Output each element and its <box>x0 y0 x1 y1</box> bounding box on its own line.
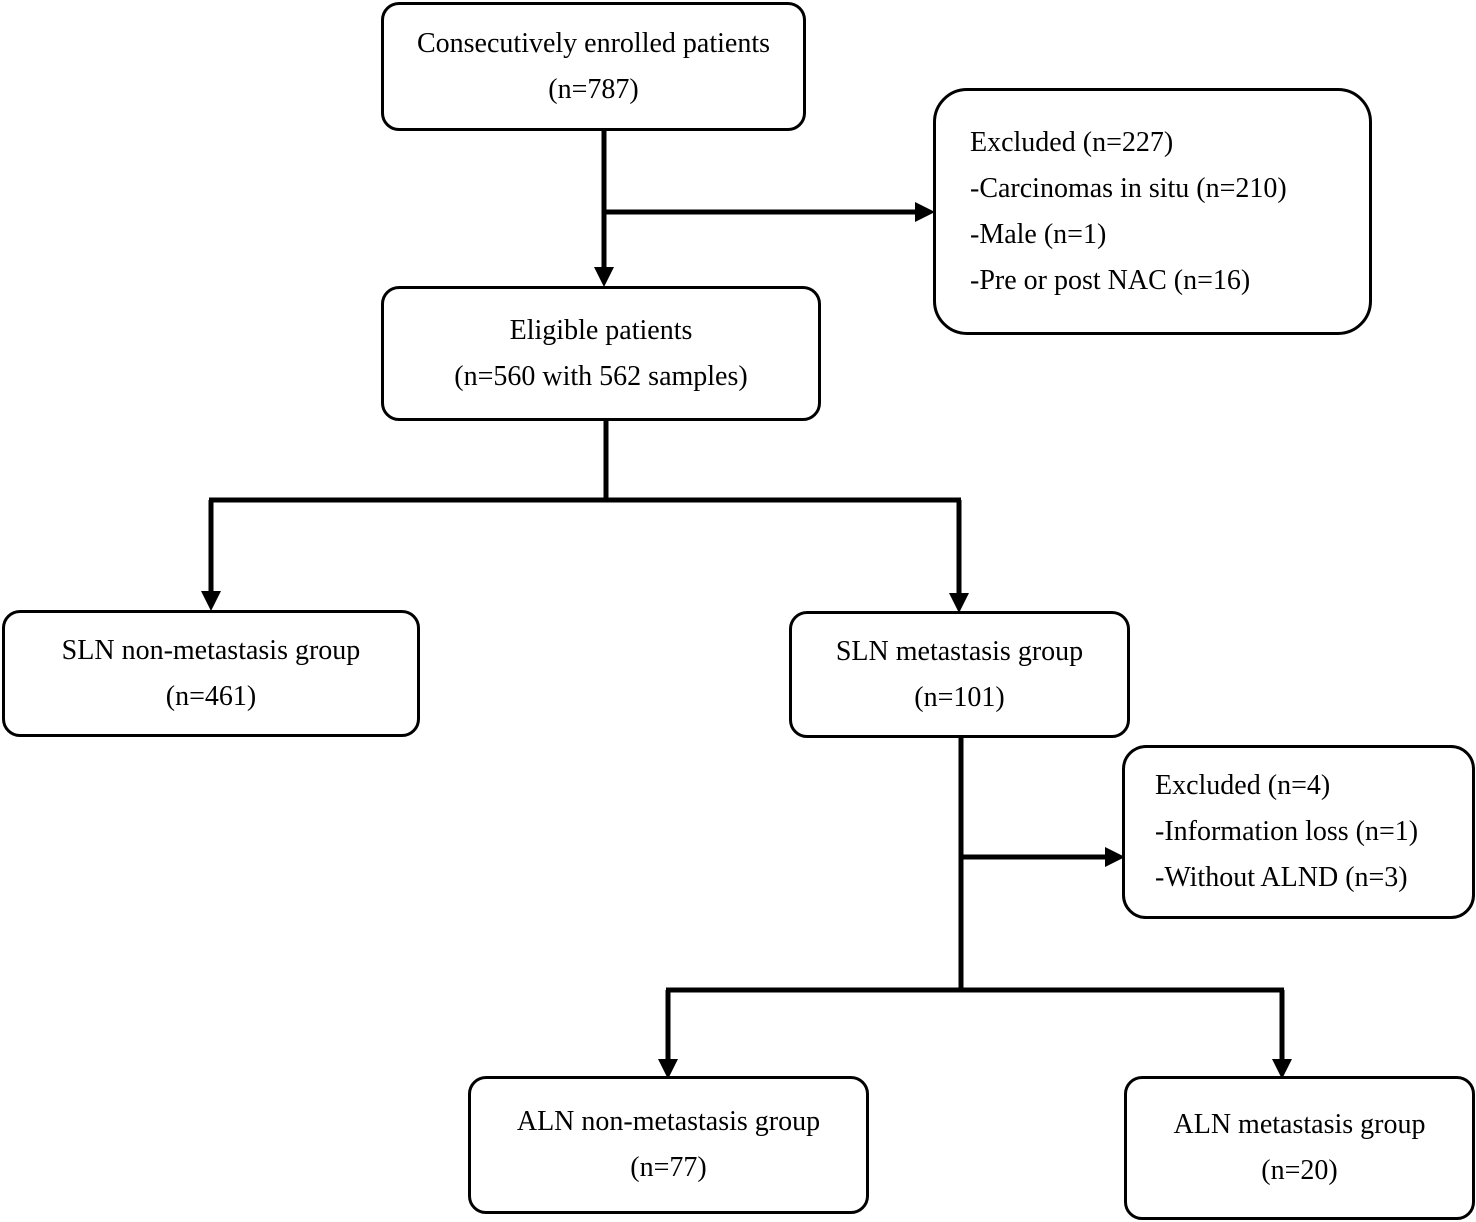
excluded-2-item: -Without ALND (n=3) <box>1155 862 1408 893</box>
sln-metastasis-title: SLN metastasis group <box>835 635 1084 667</box>
enrolled-patients-count: (n=787) <box>548 73 639 105</box>
eligible-patients-box: Eligible patients (n=560 with 562 sample… <box>381 286 821 421</box>
excluded-1-item: -Carcinomas in situ (n=210) <box>970 172 1287 204</box>
aln-non-metastasis-title: ALN non-metastasis group <box>516 1106 821 1137</box>
excluded-box-1: Excluded (n=227) -Carcinomas in situ (n=… <box>933 88 1372 335</box>
aln-non-metastasis-count: (n=77) <box>630 1152 707 1183</box>
enrolled-patients-title: Consecutively enrolled patients <box>416 27 771 59</box>
aln-metastasis-title: ALN metastasis group <box>1173 1109 1426 1140</box>
eligible-patients-title: Eligible patients <box>509 314 693 346</box>
excluded-1-item: -Male (n=1) <box>970 218 1107 250</box>
sln-metastasis-box: SLN metastasis group (n=101) <box>789 611 1130 738</box>
excluded-2-item: -Information loss (n=1) <box>1155 816 1419 847</box>
excluded-1-title: Excluded (n=227) <box>970 126 1174 158</box>
excluded-box-2: Excluded (n=4) -Information loss (n=1) -… <box>1122 745 1475 919</box>
excluded-1-item: -Pre or post NAC (n=16) <box>970 264 1251 296</box>
aln-non-metastasis-box: ALN non-metastasis group (n=77) <box>468 1076 869 1214</box>
sln-metastasis-count: (n=101) <box>914 681 1005 713</box>
excluded-2-title: Excluded (n=4) <box>1155 770 1331 801</box>
aln-metastasis-count: (n=20) <box>1261 1155 1338 1186</box>
enrolled-patients-box: Consecutively enrolled patients (n=787) <box>381 2 806 131</box>
sln-non-metastasis-title: SLN non-metastasis group <box>61 634 361 666</box>
sln-non-metastasis-count: (n=461) <box>165 680 257 712</box>
aln-metastasis-box: ALN metastasis group (n=20) <box>1124 1076 1475 1220</box>
sln-non-metastasis-box: SLN non-metastasis group (n=461) <box>2 610 420 737</box>
eligible-patients-count: (n=560 with 562 samples) <box>454 360 748 392</box>
